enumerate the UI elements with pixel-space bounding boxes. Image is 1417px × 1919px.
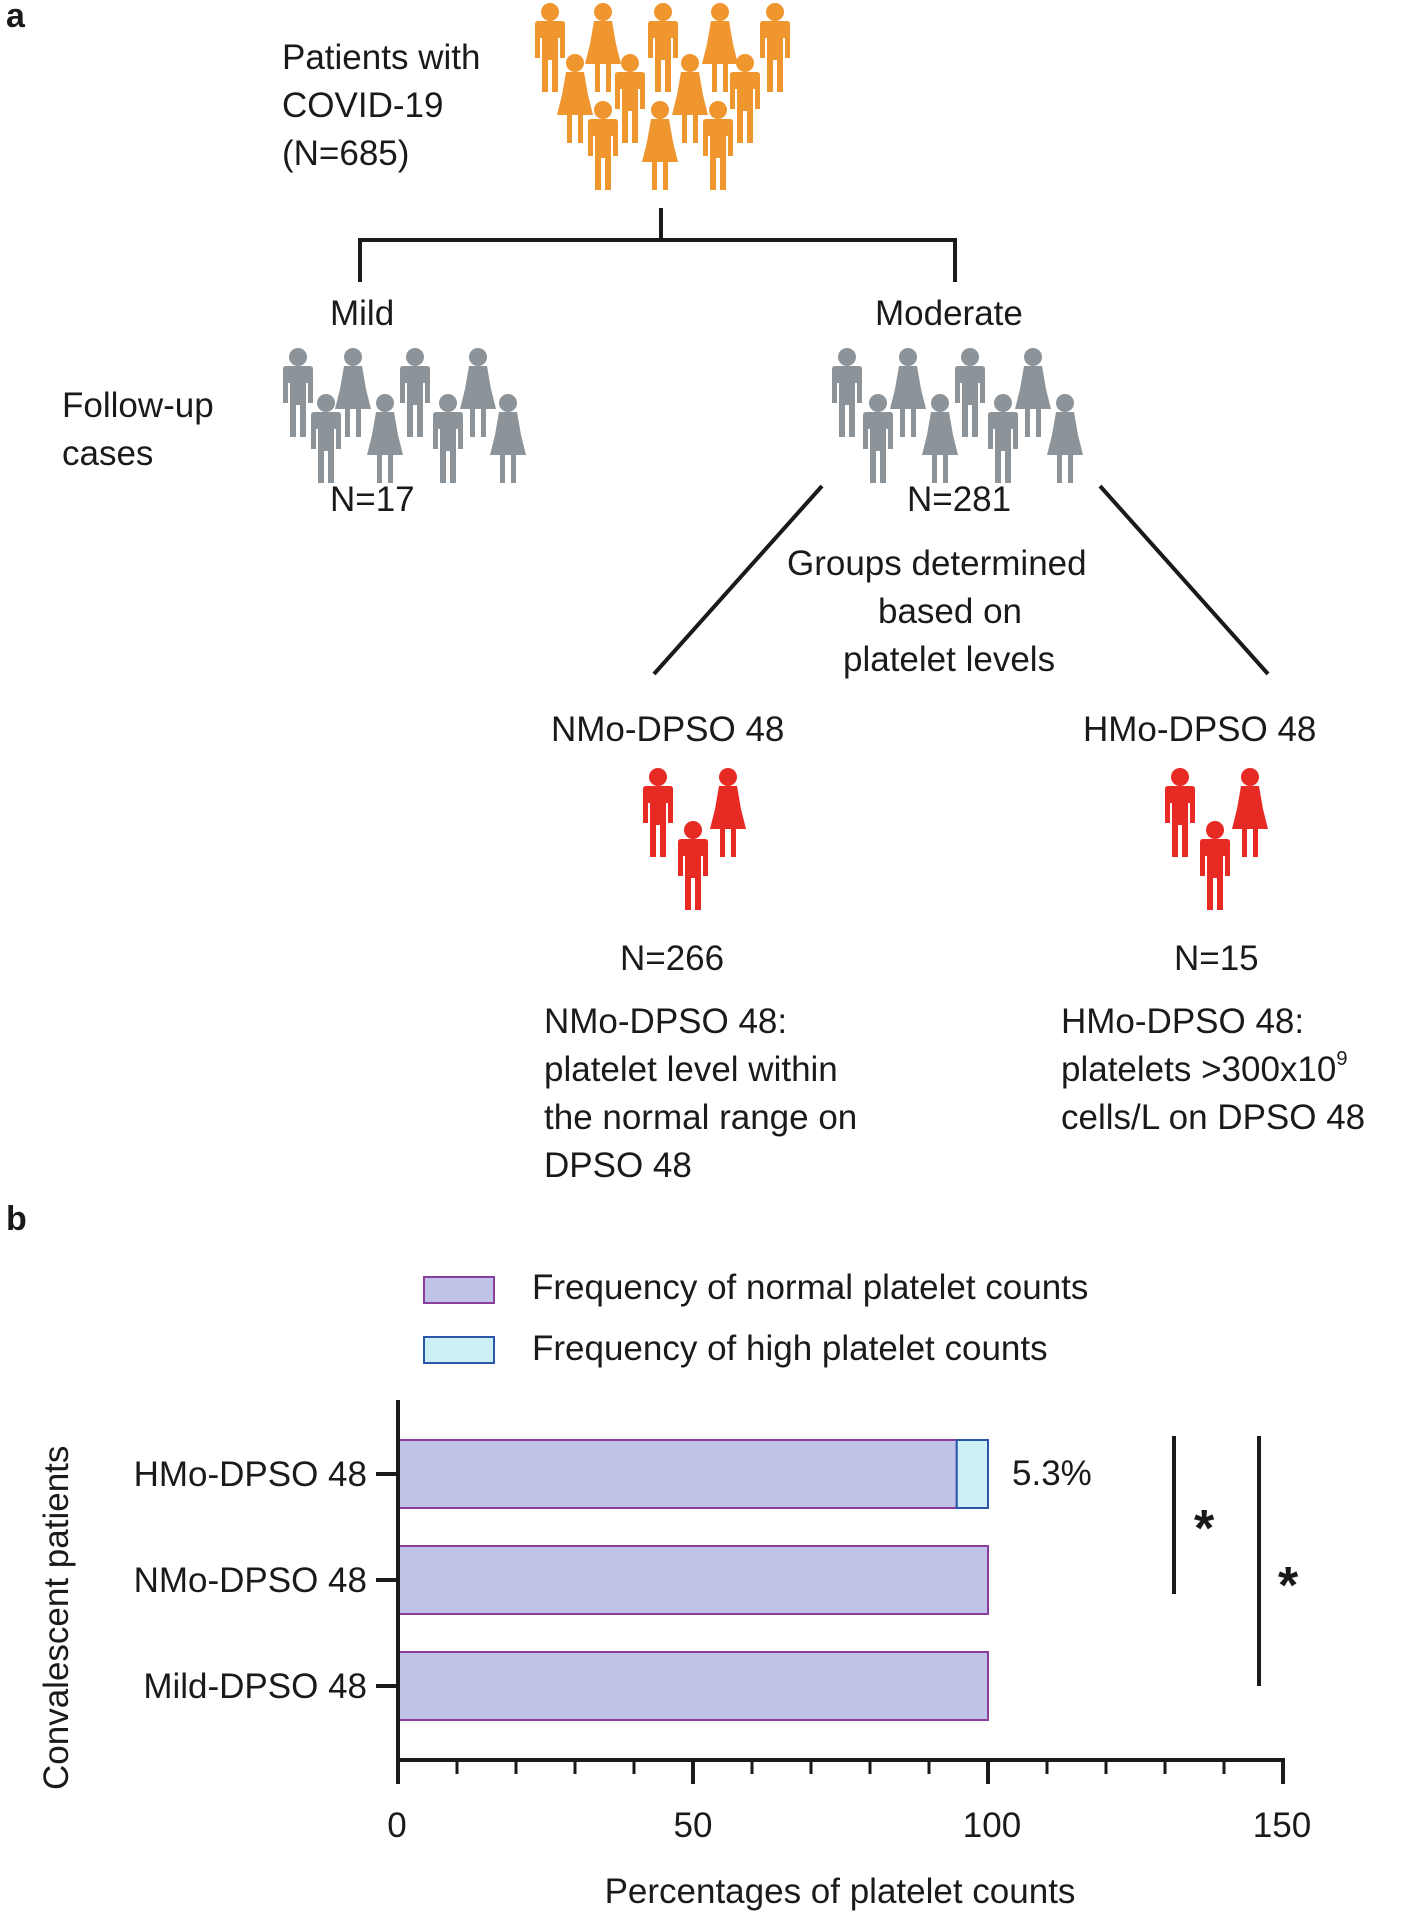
branch-lines bbox=[652, 484, 1270, 676]
bar-annotation-high: 5.3% bbox=[1012, 1454, 1092, 1493]
hmo-desc-line-2-text: platelets >300x10 bbox=[1061, 1050, 1337, 1089]
x-tick-label-50: 50 bbox=[673, 1806, 713, 1845]
category-label-nmo: NMo-DPSO 48 bbox=[133, 1561, 367, 1600]
legend-label-normal: Frequency of normal platelet counts bbox=[532, 1268, 1089, 1307]
x-axis-title: Percentages of platelet counts bbox=[604, 1872, 1076, 1911]
nmo-desc-line-1: NMo-DPSO 48: bbox=[544, 1002, 788, 1041]
mild-count: N=17 bbox=[330, 480, 415, 519]
root-label-line-1: Patients with bbox=[282, 38, 481, 77]
x-tick-label-0: 0 bbox=[387, 1806, 407, 1845]
legend-swatch-normal bbox=[423, 1276, 495, 1304]
bar-normal-2 bbox=[397, 1651, 989, 1721]
hmo-count: N=15 bbox=[1174, 939, 1259, 978]
legend-label-high: Frequency of high platelet counts bbox=[532, 1329, 1048, 1368]
nmo-desc-line-2: platelet level within bbox=[544, 1050, 838, 1089]
tree-bracket bbox=[358, 208, 957, 282]
hmo-desc-line-3: cells/L on DPSO 48 bbox=[1061, 1098, 1366, 1137]
bar-normal-0 bbox=[397, 1439, 958, 1509]
significance-mark-2: * bbox=[1278, 1557, 1299, 1615]
mild-title: Mild bbox=[330, 294, 395, 333]
followup-line-2: cases bbox=[62, 434, 154, 473]
nmo-desc-line-4: DPSO 48 bbox=[544, 1146, 692, 1185]
hmo-desc-exponent: 9 bbox=[1336, 1048, 1348, 1070]
x-tick-label-150: 150 bbox=[1252, 1806, 1312, 1845]
category-label-hmo: HMo-DPSO 48 bbox=[133, 1455, 367, 1494]
root-label-line-3: (N=685) bbox=[282, 134, 410, 173]
significance-mark-1: * bbox=[1194, 1500, 1215, 1558]
hmo-desc-line-1: HMo-DPSO 48: bbox=[1061, 1002, 1305, 1041]
hmo-desc-line-2: platelets >300x109 bbox=[1061, 1046, 1347, 1094]
hmo-title: HMo-DPSO 48 bbox=[1083, 710, 1317, 749]
nmo-count: N=266 bbox=[620, 939, 725, 978]
groups-note-line-2: based on bbox=[878, 592, 1023, 631]
moderate-count: N=281 bbox=[907, 480, 1012, 519]
bar-high-0 bbox=[955, 1439, 989, 1509]
x-tick-label-100: 100 bbox=[962, 1806, 1022, 1845]
root-label-line-2: COVID-19 bbox=[282, 86, 444, 125]
followup-line-1: Follow-up bbox=[62, 386, 214, 425]
bar-normal-1 bbox=[397, 1545, 989, 1615]
panel-b-label: b bbox=[6, 1200, 27, 1238]
panel-a-label: a bbox=[6, 0, 25, 35]
nmo-desc-line-3: the normal range on bbox=[544, 1098, 858, 1137]
legend-swatch-high bbox=[423, 1336, 495, 1364]
nmo-title: NMo-DPSO 48 bbox=[551, 710, 785, 749]
moderate-title: Moderate bbox=[875, 294, 1023, 333]
category-label-mild: Mild-DPSO 48 bbox=[143, 1667, 367, 1706]
groups-note-line-1: Groups determined bbox=[787, 544, 1087, 583]
groups-note-line-3: platelet levels bbox=[843, 640, 1056, 679]
